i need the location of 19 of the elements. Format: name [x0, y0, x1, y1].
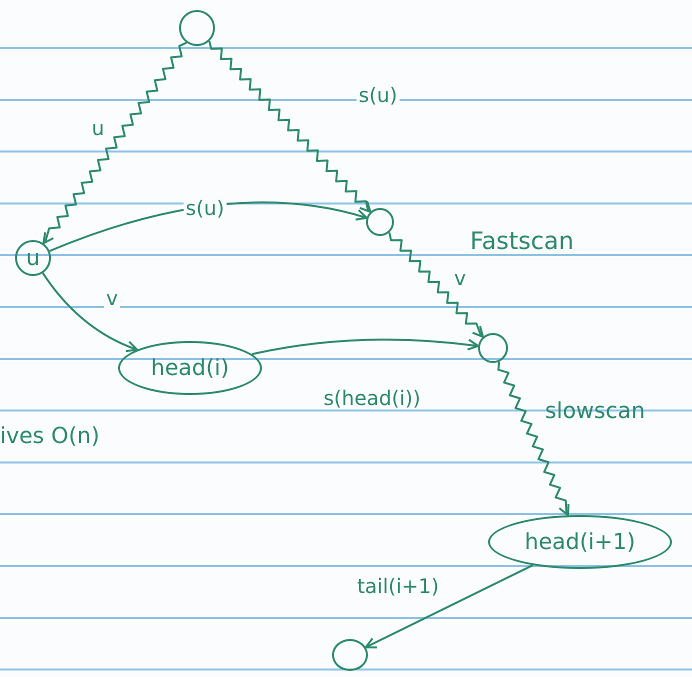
note-text: Fastscan: [470, 228, 574, 254]
wavy-arrow: [208, 40, 372, 213]
circle-node: [478, 333, 508, 363]
note-text: slowscan: [545, 400, 646, 424]
ellipse-node: u: [15, 240, 51, 276]
ellipse-node: head(i+1): [488, 515, 672, 569]
edge-label: s(u): [184, 197, 226, 219]
circle-node: [332, 639, 368, 671]
note-text: ives O(n): [0, 425, 100, 450]
wavy-arrow: [497, 362, 570, 516]
ellipse-node: head(i): [118, 341, 262, 395]
circle-node: [179, 10, 215, 46]
wavy-arrow: [388, 232, 484, 338]
arrow: [42, 272, 138, 352]
circle-node: [366, 208, 394, 236]
wavy-arrow: [42, 42, 187, 244]
arrow: [252, 338, 480, 356]
arrow: [364, 564, 534, 648]
edge-label: s(u): [356, 84, 400, 106]
